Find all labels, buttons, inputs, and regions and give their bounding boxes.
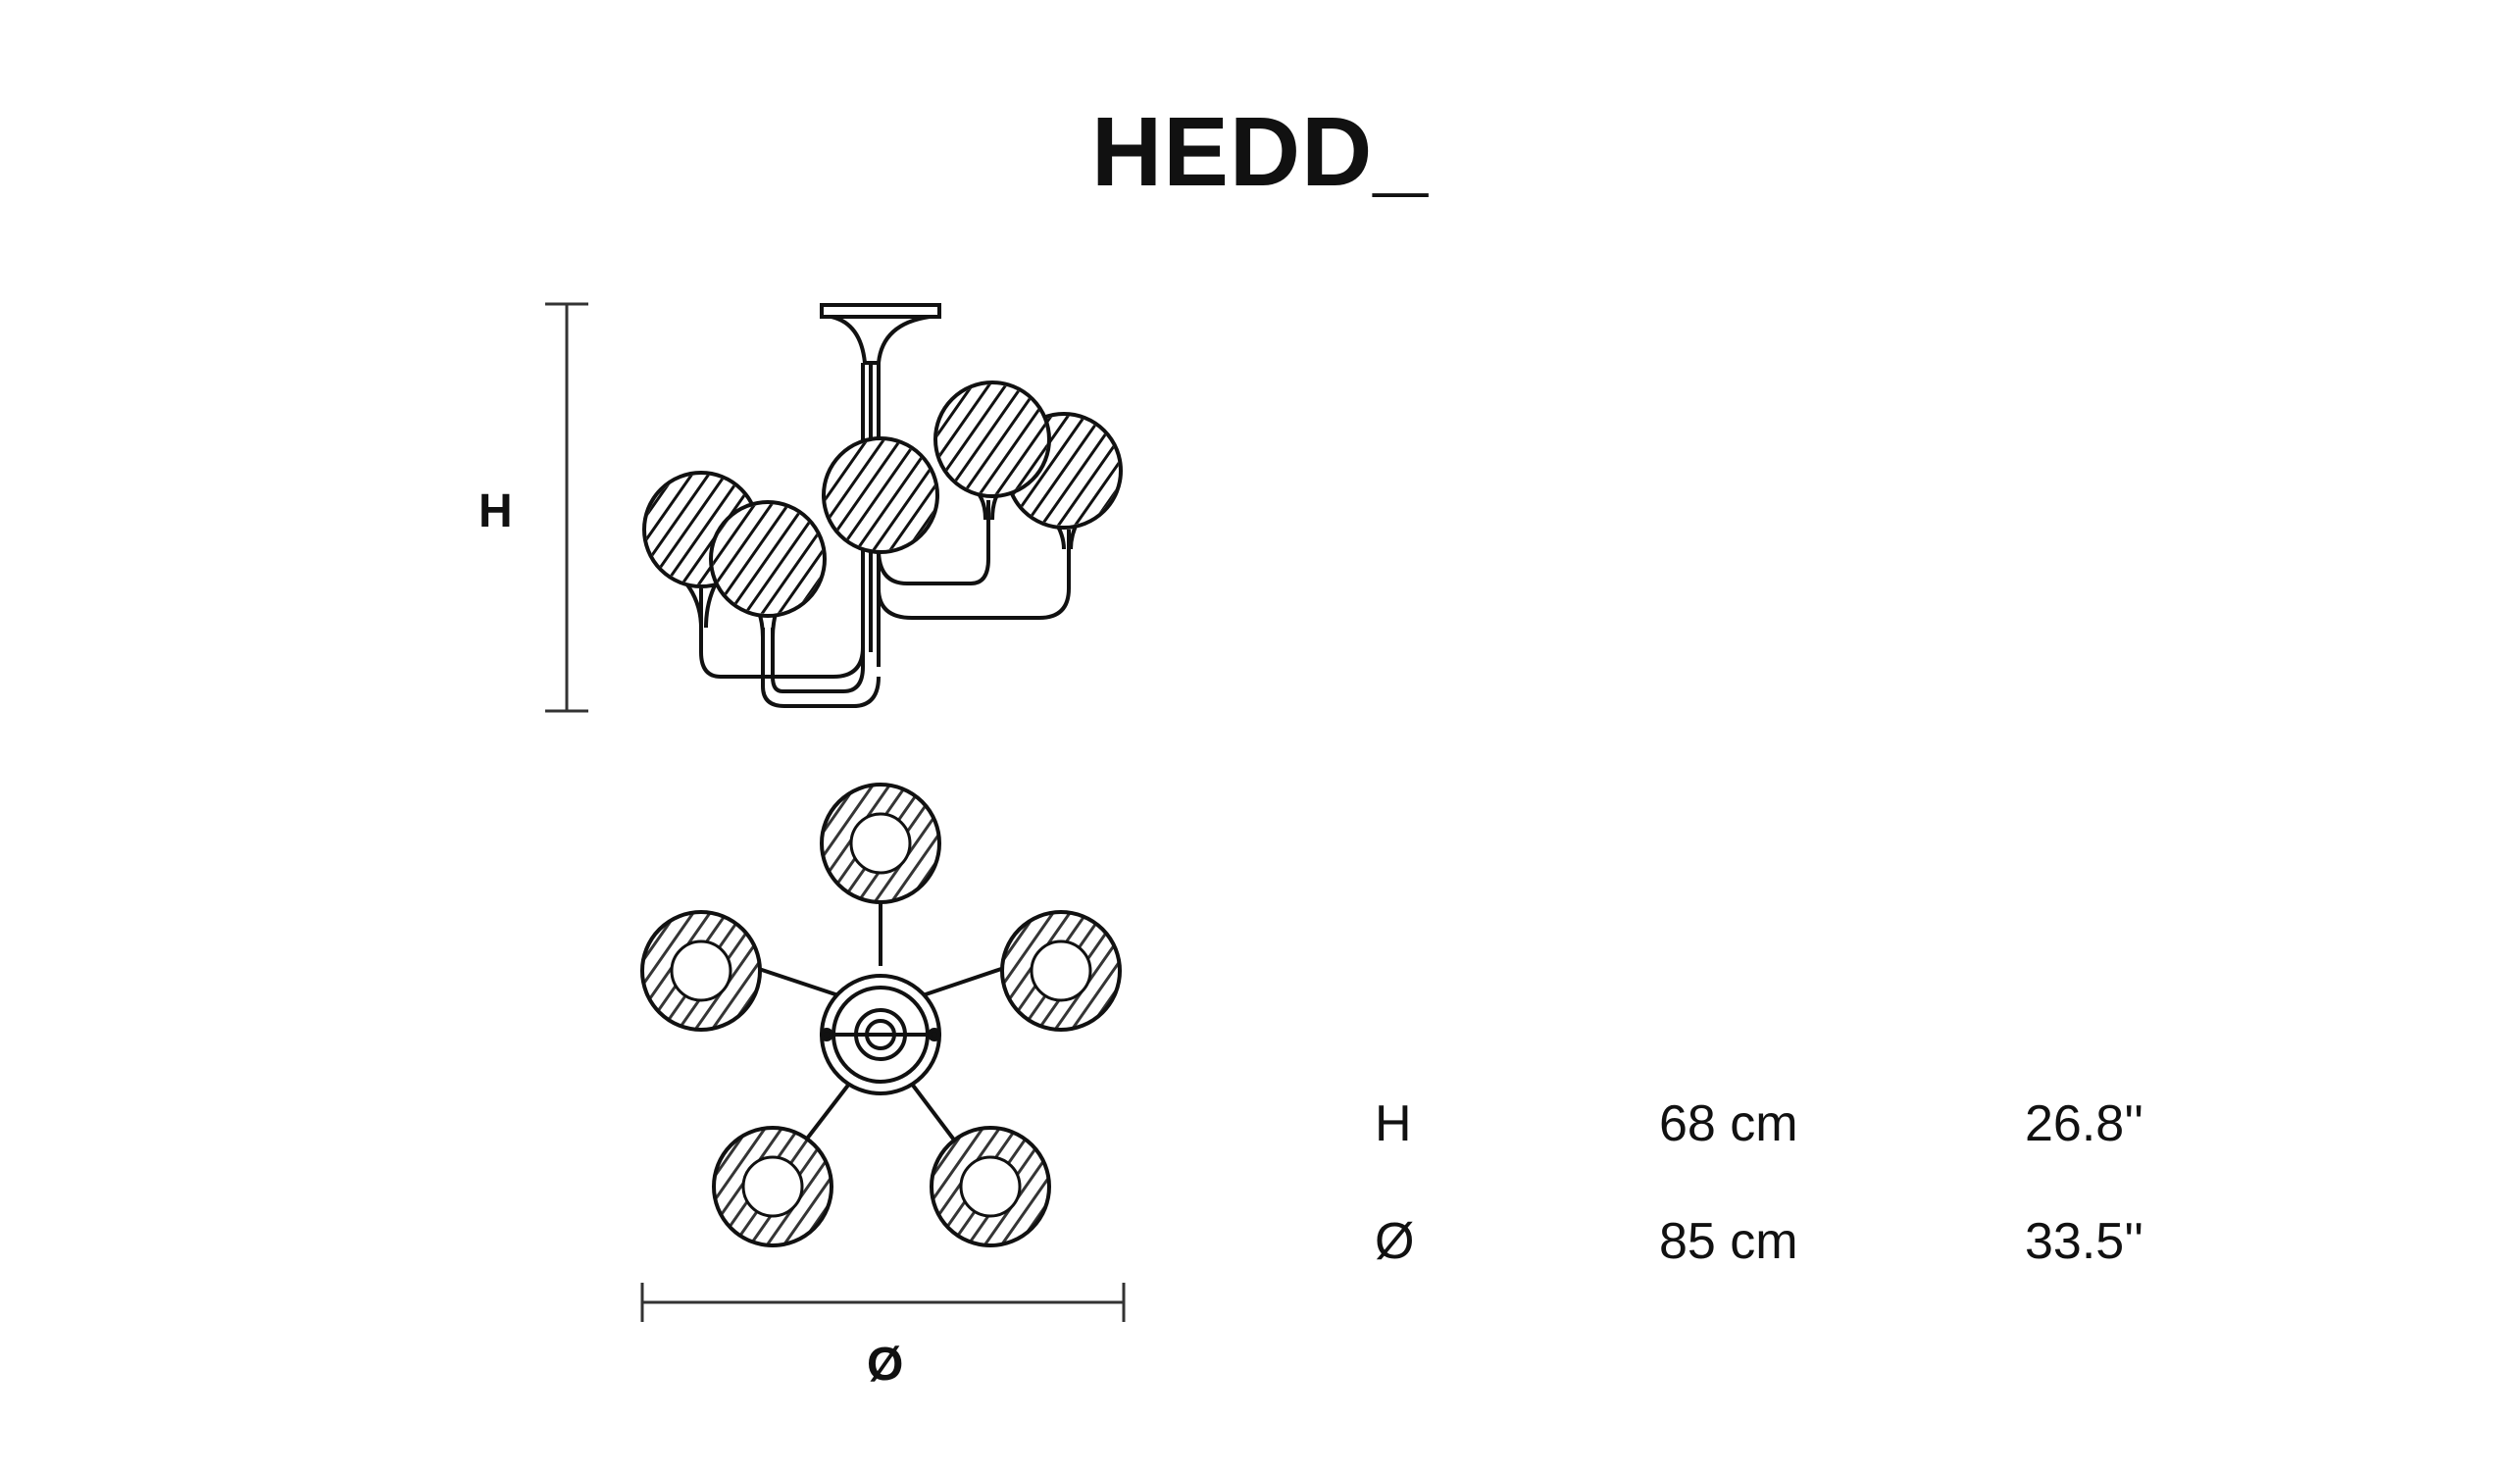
globe [640, 910, 762, 1032]
ceiling-canopy [820, 303, 941, 319]
diameter-label: Ø [867, 1339, 904, 1391]
arm [771, 628, 865, 693]
spec-imperial: 26.8'' [2025, 1095, 2144, 1152]
canopy-flare [831, 315, 931, 365]
height-label: H [479, 485, 513, 537]
globe [709, 500, 827, 618]
spec-row-height: H 68 cm 26.8'' [0, 1098, 2520, 1167]
height-dimension-line [545, 302, 588, 713]
side-view-globes [642, 380, 1123, 618]
arm [749, 964, 839, 997]
globe [822, 436, 939, 554]
arm [877, 530, 1071, 620]
spec-metric: 85 cm [1659, 1213, 1798, 1270]
spec-imperial: 33.5'' [2025, 1213, 2144, 1270]
arm [906, 1077, 958, 1144]
arm [877, 500, 990, 585]
globe [820, 783, 941, 904]
top-view-chandelier [749, 897, 1011, 1144]
arm [761, 628, 881, 708]
arm [922, 964, 1011, 997]
spec-metric: 68 cm [1659, 1095, 1798, 1152]
arm [699, 588, 865, 679]
arm [802, 1077, 855, 1144]
globe [1000, 910, 1122, 1032]
spec-row-diameter: Ø 85 cm 33.5'' [0, 1216, 2520, 1285]
product-title: HEDD_ [1091, 97, 1429, 207]
diameter-dimension-line [640, 1283, 1126, 1322]
spec-symbol: Ø [1375, 1213, 1415, 1270]
spec-symbol: H [1375, 1095, 1412, 1152]
globe [933, 380, 1051, 498]
